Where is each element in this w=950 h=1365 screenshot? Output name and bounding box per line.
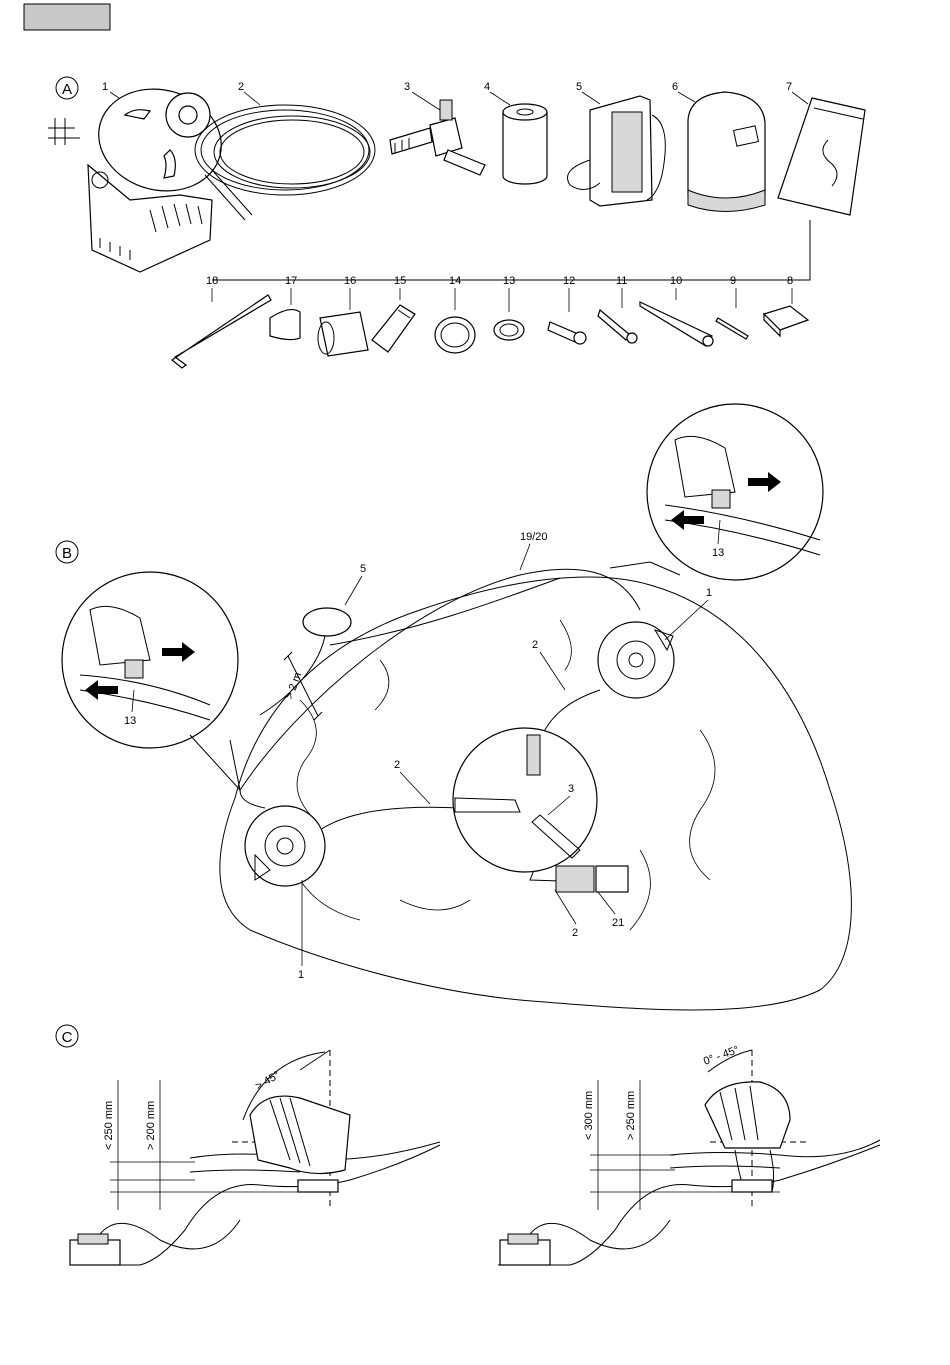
depth-max-left: < 250 mm — [103, 1101, 115, 1150]
section-c-label: C — [62, 1029, 73, 1046]
depth-min-right: > 250 mm — [625, 1091, 637, 1140]
part-label-15: 15 — [394, 275, 406, 287]
section-b: B 19/20 5 > 2 m 2 2 2 21 — [56, 404, 851, 1010]
distributor-label: 3 — [568, 783, 574, 795]
section-b-label: B — [62, 545, 72, 562]
part-label-14: 14 — [449, 275, 461, 287]
clamp-left-label: 13 — [124, 715, 136, 727]
spotlight-part — [48, 76, 233, 272]
part-label-5: 5 — [576, 81, 582, 93]
transformer-label: 5 — [360, 563, 366, 575]
spot-right — [598, 622, 674, 698]
part-label-6: 6 — [672, 81, 678, 93]
clamp-detail-right — [647, 404, 823, 580]
part-label-12: 12 — [563, 275, 575, 287]
spot-left-label: 1 — [298, 969, 304, 981]
distributor-detail — [453, 728, 597, 872]
hose-left — [320, 807, 460, 830]
section-a-label: A — [62, 81, 72, 98]
spot-left — [245, 806, 325, 886]
clamp-detail-left — [62, 572, 238, 748]
section-a: A 1 2 3 4 5 6 7 — [48, 76, 865, 368]
transformer-unit — [303, 608, 351, 636]
part-label-2: 2 — [238, 81, 244, 93]
spot-right-label: 1 — [706, 587, 712, 599]
part-label-18: 18 — [206, 275, 218, 287]
depth-min-left: > 200 mm — [145, 1101, 157, 1150]
angle-right: 0° - 45° — [702, 1044, 741, 1068]
part-label-16: 16 — [344, 275, 356, 287]
depth-max-right: < 300 mm — [583, 1091, 595, 1140]
accessory-bracket-line — [212, 220, 810, 280]
part-label-4: 4 — [484, 81, 490, 93]
hose-right-label: 2 — [532, 639, 538, 651]
part-label-11: 11 — [616, 275, 627, 287]
part-label-8: 8 — [787, 275, 793, 287]
section-c-right: < 300 mm > 250 mm 0° - 45° — [498, 1044, 880, 1265]
part-label-1: 1 — [102, 81, 108, 93]
hose-coil-part — [195, 92, 375, 220]
part-label-13: 13 — [503, 275, 515, 287]
part-label-9: 9 — [730, 275, 736, 287]
part-label-3: 3 — [404, 81, 410, 93]
accessory-parts — [172, 288, 808, 368]
cable-label: 19/20 — [520, 531, 548, 543]
filter-unit — [556, 866, 594, 892]
accessory-bag-part — [778, 92, 865, 215]
cover-part — [678, 92, 765, 212]
part-label-7: 7 — [786, 81, 792, 93]
section-c-left: < 250 mm > 200 mm > 45° — [70, 1050, 440, 1265]
part-label-17: 17 — [285, 275, 297, 287]
transformer-part — [568, 92, 666, 206]
clamp-right-label: 13 — [712, 547, 724, 559]
angle-left: > 45° — [254, 1069, 283, 1092]
filter-cylinder-part — [490, 92, 547, 184]
distance-label: > 2 m — [284, 671, 305, 701]
section-c: C < 250 mm > 200 mm > 45° — [56, 1025, 880, 1265]
hose-mid-label: 2 — [394, 759, 400, 771]
part-label-10: 10 — [670, 275, 682, 287]
distributor-part — [390, 92, 485, 175]
header-box — [24, 4, 110, 30]
filter-label: 21 — [612, 917, 624, 929]
hose-bottom-label: 2 — [572, 927, 578, 939]
